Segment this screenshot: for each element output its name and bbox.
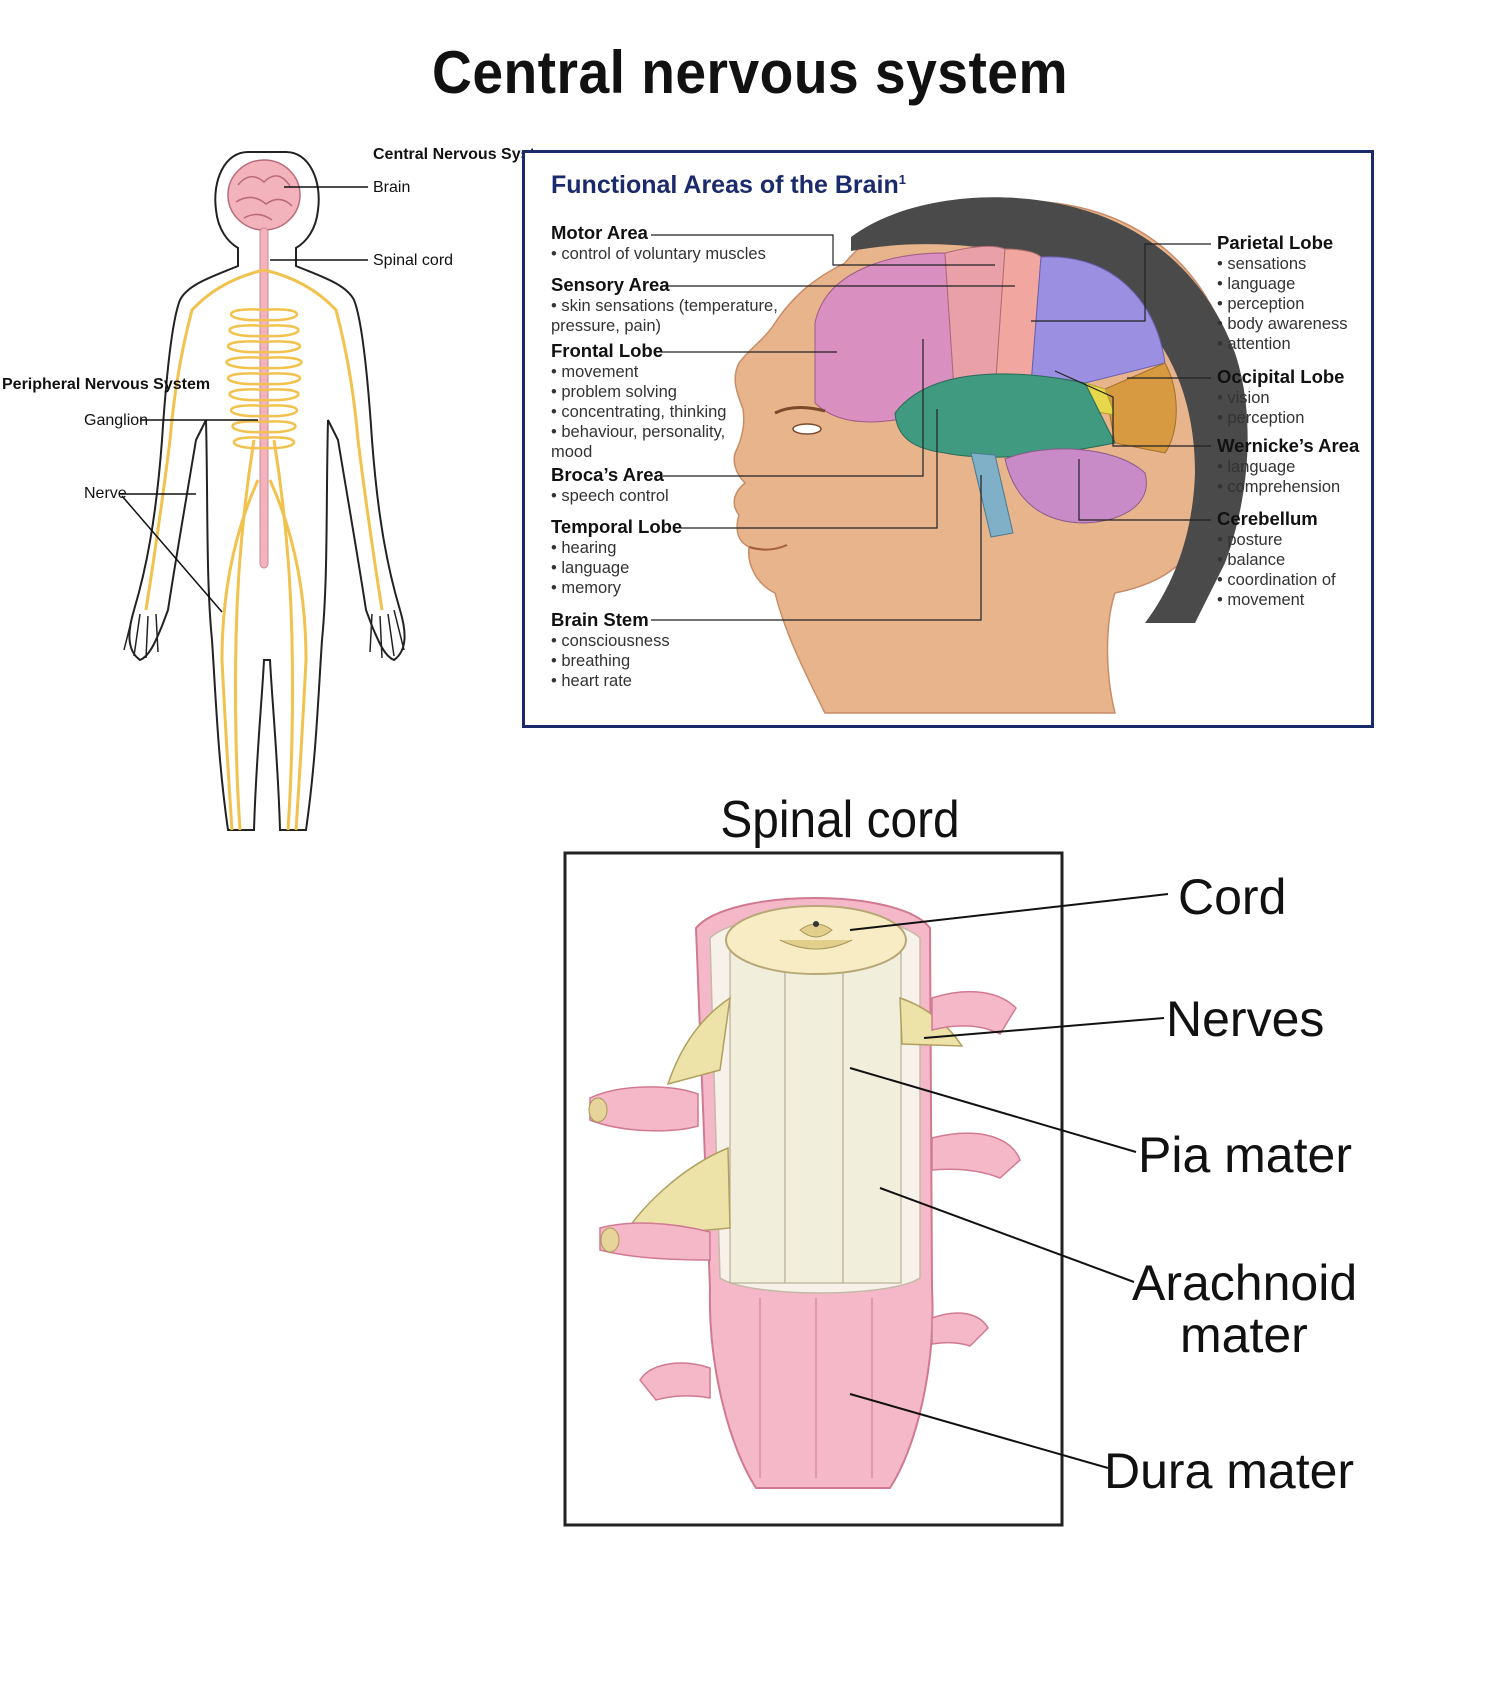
- right-area-item: • vision: [1217, 389, 1270, 407]
- brain-areas-panel: Functional Areas of the Brain1: [522, 150, 1374, 728]
- pns-label: Peripheral Nervous System: [2, 376, 210, 393]
- left-area-item: • speech control: [551, 487, 669, 505]
- left-area-item: • heart rate: [551, 672, 632, 690]
- rib-nerve: [228, 324, 300, 338]
- left-area-heading: Broca’s Area: [551, 464, 664, 485]
- brain-stem: [970, 452, 1014, 538]
- right-area-item: • language: [1217, 458, 1295, 476]
- left-area-item: • hearing: [551, 539, 616, 557]
- right-area-item: • movement: [1217, 591, 1305, 609]
- right-area-item: • coordination of: [1217, 571, 1336, 589]
- left-area-item: • movement: [551, 363, 639, 381]
- right-area-heading: Wernicke’s Area: [1217, 435, 1360, 456]
- left-area-item: • behaviour, personality,: [551, 423, 725, 441]
- body-nervous-system-diagram: Central Nervous System Brain Spinal cord…: [2, 146, 540, 831]
- right-area-item: • perception: [1217, 409, 1304, 427]
- dura-mater-label: Dura mater: [1104, 1443, 1354, 1499]
- page-title: Central nervous system: [432, 39, 1068, 106]
- left-area-item: • memory: [551, 579, 622, 597]
- right-area-item: • balance: [1217, 551, 1285, 569]
- nerve-network: [144, 268, 384, 831]
- right-area-item: • posture: [1217, 531, 1282, 549]
- brain-areas-svg: Functional Areas of the Brain1: [551, 171, 1360, 714]
- dura-nerve-sleeves: [589, 990, 1021, 1401]
- right-area-item: • sensations: [1217, 255, 1306, 273]
- left-area-heading: Frontal Lobe: [551, 340, 663, 361]
- left-area-item: pressure, pain): [551, 317, 661, 335]
- nerve-label: Nerve: [84, 485, 127, 502]
- right-area-item: • attention: [1217, 335, 1291, 353]
- brain-left-labels: Motor Area • control of voluntary muscles…: [551, 222, 778, 690]
- left-area-item: mood: [551, 443, 592, 461]
- cns-label: Central Nervous System: [373, 146, 540, 163]
- body-outline: [128, 151, 406, 831]
- brain-label: Brain: [373, 179, 410, 196]
- cord-label: Cord: [1178, 869, 1286, 925]
- cerebellum: [1004, 448, 1147, 524]
- brain-shape: [227, 159, 301, 231]
- right-area-item: • perception: [1217, 295, 1304, 313]
- brain-leader-lines: [651, 234, 1211, 621]
- left-area-item: • concentrating, thinking: [551, 403, 726, 421]
- arachnoid-mater-label-line2: mater: [1180, 1307, 1308, 1363]
- left-area-heading: Temporal Lobe: [551, 516, 682, 537]
- right-area-heading: Occipital Lobe: [1217, 366, 1344, 387]
- rib-nerve: [230, 308, 298, 322]
- cord-columns: [729, 942, 902, 1284]
- right-area-item: • language: [1217, 275, 1295, 293]
- right-area-item: • body awareness: [1217, 315, 1348, 333]
- left-area-heading: Sensory Area: [551, 274, 670, 295]
- ganglion-label: Ganglion: [84, 412, 148, 429]
- brain-panel-title: Functional Areas of the Brain1: [551, 171, 906, 199]
- arachnoid-mater-label-line1: Arachnoid: [1132, 1255, 1357, 1311]
- pia-mater-label: Pia mater: [1138, 1127, 1352, 1183]
- rib-nerves: [225, 308, 303, 450]
- hair: [851, 197, 1248, 623]
- spinal-leader-lines: [849, 893, 1169, 1469]
- spinal-cord-label: Spinal cord: [373, 252, 453, 269]
- left-area-heading: Brain Stem: [551, 609, 649, 630]
- nerve-roots: [620, 996, 964, 1239]
- right-area-heading: Cerebellum: [1217, 508, 1318, 529]
- left-area-item: • consciousness: [551, 632, 670, 650]
- rib-nerve: [227, 340, 301, 354]
- brain-right-labels: Parietal Lobe • sensations • language • per…: [1217, 232, 1360, 609]
- rib-nerve: [232, 436, 296, 450]
- spinal-cord-title: Spinal cord: [720, 791, 960, 849]
- left-area-heading: Motor Area: [551, 222, 649, 243]
- occipital-lobe: [1104, 362, 1177, 454]
- left-area-item: • control of voluntary muscles: [551, 245, 766, 263]
- spinal-cord-shape: [259, 227, 269, 569]
- left-area-item: • breathing: [551, 652, 630, 670]
- spinal-cord-diagram: Cord Nerves Pia mater Arachnoid mater Du…: [563, 851, 1357, 1527]
- left-area-item: • language: [551, 559, 629, 577]
- rib-nerve: [228, 388, 300, 402]
- rib-nerve: [227, 372, 301, 386]
- rib-nerve: [225, 356, 303, 370]
- right-area-item: • comprehension: [1217, 478, 1340, 496]
- rib-nerve: [231, 420, 297, 434]
- nerve-leader-line-2: [121, 495, 223, 613]
- rib-nerve: [230, 404, 298, 418]
- left-area-item: • problem solving: [551, 383, 677, 401]
- right-area-heading: Parietal Lobe: [1217, 232, 1333, 253]
- nerves-label: Nerves: [1166, 991, 1324, 1047]
- left-area-item: • skin sensations (temperature,: [551, 297, 778, 315]
